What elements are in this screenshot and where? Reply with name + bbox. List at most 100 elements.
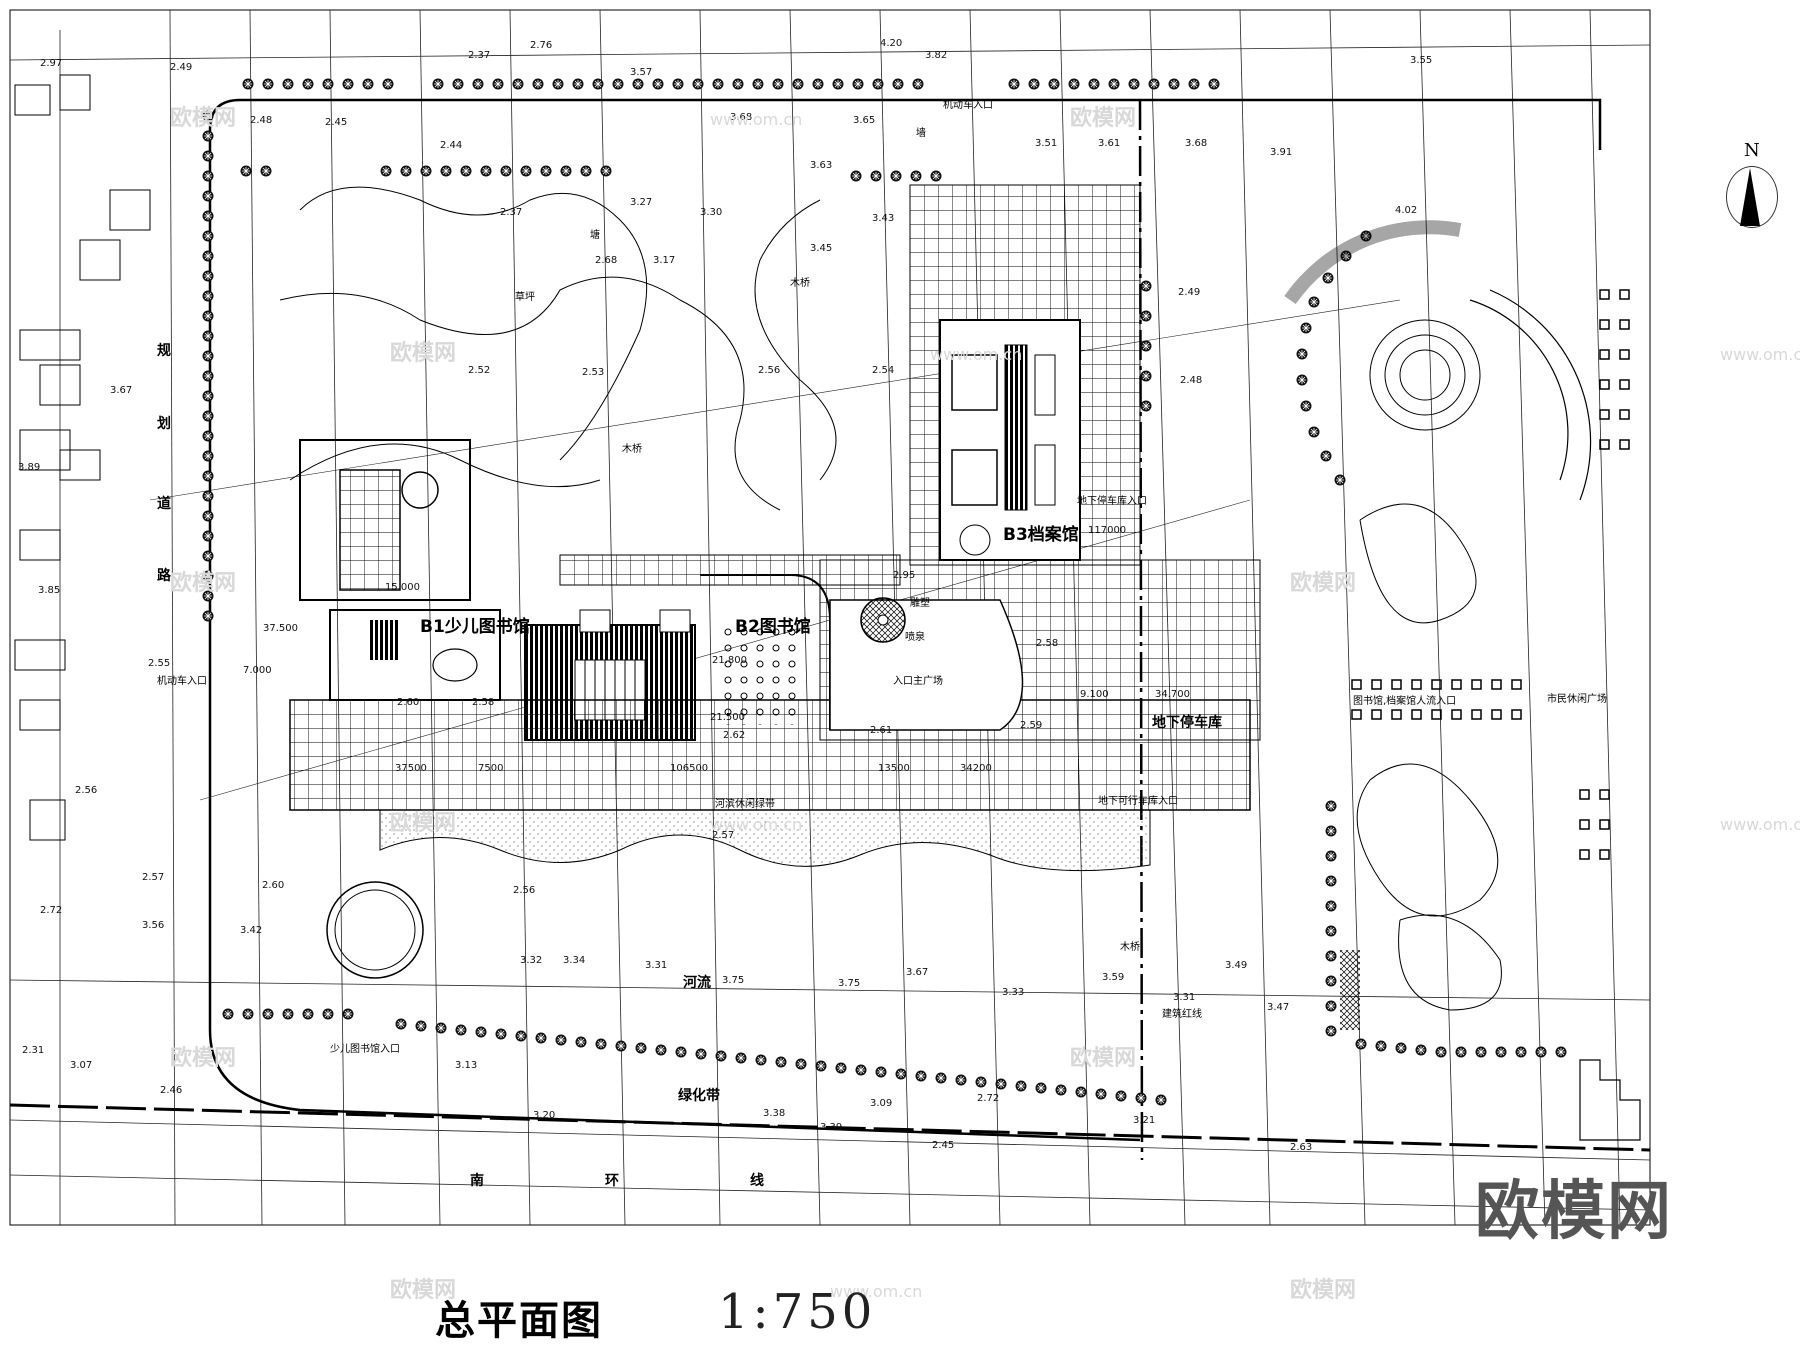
elevation-label: 2.60 (397, 697, 420, 708)
north-arrow-icon (1740, 168, 1760, 226)
elevation-label: 2.37 (500, 207, 523, 218)
elevation-label: 2.45 (325, 117, 348, 128)
dimension-label: 106500 (670, 763, 709, 774)
elevation-label: 2.46 (160, 1085, 183, 1096)
north-label: N (1744, 140, 1760, 161)
elevation-label: 3.20 (533, 1110, 556, 1121)
elevation-label: 3.07 (70, 1060, 93, 1071)
elevation-label: 2.44 (440, 140, 463, 151)
elevation-label: 3.38 (763, 1108, 786, 1119)
watermark-url: www.om.cn (710, 110, 803, 129)
elevation-label: 2.37 (468, 50, 491, 61)
watermark: 欧模网 (390, 811, 457, 836)
label-citizen-plaza: 市民休闲广场 (1547, 694, 1607, 705)
label-riverside-greenway: 河滨休闲绿带 (715, 799, 775, 810)
elevation-label: 2.45 (932, 1140, 955, 1151)
elevation-label: 2.63 (1290, 1142, 1313, 1153)
elevation-label: 3.27 (630, 197, 653, 208)
elevation-label: 2.49 (1178, 287, 1201, 298)
label-lawn: 草坪 (515, 292, 535, 303)
dimension-label: 34.700 (1155, 689, 1190, 700)
elevation-label: 2.95 (893, 570, 916, 581)
elevation-label: 2.68 (595, 255, 618, 266)
dimension-label: 37500 (395, 763, 427, 774)
elevation-label: 3.49 (1225, 960, 1248, 971)
dimension-label: 21.500 (710, 712, 745, 723)
elevation-label: 2.59 (1020, 720, 1043, 731)
elevation-label: 2.72 (977, 1093, 1000, 1104)
elevation-label: 3.75 (722, 975, 745, 986)
elevation-label: 3.75 (838, 978, 861, 989)
watermark: 欧模网 (1290, 1278, 1357, 1303)
road-label-char: 环 (605, 1173, 619, 1189)
elevation-label: 3.42 (240, 925, 263, 936)
dimension-label: 34200 (960, 763, 992, 774)
elevation-label: 3.57 (630, 67, 653, 78)
watermark-url: www.om.cn (830, 1282, 923, 1301)
building-label-b1: B1少儿图书馆 (420, 617, 530, 637)
watermark-url: www.om.cn (710, 815, 803, 834)
label-children-library-entrance: 少儿图书馆入口 (330, 1044, 400, 1055)
label-green-belt: 绿化带 (678, 1088, 720, 1104)
label-underground-parking-entrance: 地下停车库入口 (1077, 496, 1147, 507)
road-label-char: 南 (470, 1173, 484, 1189)
watermark-url: www.om.cn (930, 345, 1023, 364)
elevation-label: 3.43 (872, 213, 895, 224)
elevation-label: 3.31 (1173, 992, 1196, 1003)
north-arrow-circle (1726, 166, 1778, 228)
elevation-label: 3.67 (110, 385, 133, 396)
drawing-scale: 1:750 (718, 1284, 877, 1340)
watermark: 欧模网 (1070, 106, 1137, 131)
elevation-label: 2.53 (582, 367, 605, 378)
elevation-label: 2.97 (40, 58, 63, 69)
label-library-archive-entrance: 图书馆,档案馆人流入口 (1353, 696, 1457, 707)
elevation-label: 3.91 (1270, 147, 1293, 158)
elevation-label: 3.89 (18, 462, 41, 473)
dimension-label: 15.000 (385, 582, 420, 593)
label-wooden-bridge: 木桥 (622, 444, 642, 455)
elevation-label: 2.49 (170, 62, 193, 73)
label-wooden-bridge: 木桥 (790, 278, 810, 289)
elevation-label: 3.59 (1102, 972, 1125, 983)
north-arrow: N (1722, 140, 1782, 230)
dimension-label: 13500 (878, 763, 910, 774)
dimension-label: 117000 (1088, 525, 1127, 536)
elevation-label: 2.57 (142, 872, 165, 883)
dimension-label: 21.800 (712, 655, 747, 666)
watermark-url: www.om.cn (1720, 815, 1800, 834)
watermark: 欧模网 (1290, 571, 1357, 596)
elevation-label: 2.48 (250, 115, 273, 126)
road-label-char: 路 (157, 568, 171, 584)
watermark: 欧模网 (170, 106, 237, 131)
elevation-label: 2.62 (723, 730, 746, 741)
elevation-label: 3.51 (1035, 138, 1058, 149)
elevation-label: 3.68 (1185, 138, 1208, 149)
road-label-char: 道 (157, 496, 171, 512)
label-vehicle-entrance-west: 机动车入口 (157, 676, 207, 687)
building-label-b3: B3档案馆 (1003, 525, 1079, 545)
road-label-char: 规 (157, 343, 171, 359)
label-underground-parking: 地下停车库 (1152, 715, 1222, 731)
elevation-label: 2.56 (758, 365, 781, 376)
elevation-label: 4.20 (880, 38, 903, 49)
elevation-label: 3.17 (653, 255, 676, 266)
elevation-label: 2.57 (712, 830, 735, 841)
road-label-char: 划 (157, 416, 171, 432)
label-river: 河流 (683, 975, 711, 991)
elevation-label: 3.82 (925, 50, 948, 61)
dimension-label: 7500 (478, 763, 504, 774)
road-label-char: 线 (750, 1173, 764, 1189)
elevation-label: 2.54 (872, 365, 895, 376)
elevation-label: 3.30 (700, 207, 723, 218)
elevation-label: 3.47 (1267, 1002, 1290, 1013)
elevation-label: 3.61 (1098, 138, 1121, 149)
watermark: 欧模网 (1070, 1046, 1137, 1071)
elevation-label: 3.85 (38, 585, 61, 596)
elevation-label: 2.56 (75, 785, 98, 796)
elevation-label: 3.55 (1410, 55, 1433, 66)
elevation-label: 2.31 (22, 1045, 45, 1056)
elevation-label: 3.63 (810, 160, 833, 171)
elevation-label: 3.39 (820, 1122, 843, 1133)
watermark: 欧模网 (390, 1278, 457, 1303)
